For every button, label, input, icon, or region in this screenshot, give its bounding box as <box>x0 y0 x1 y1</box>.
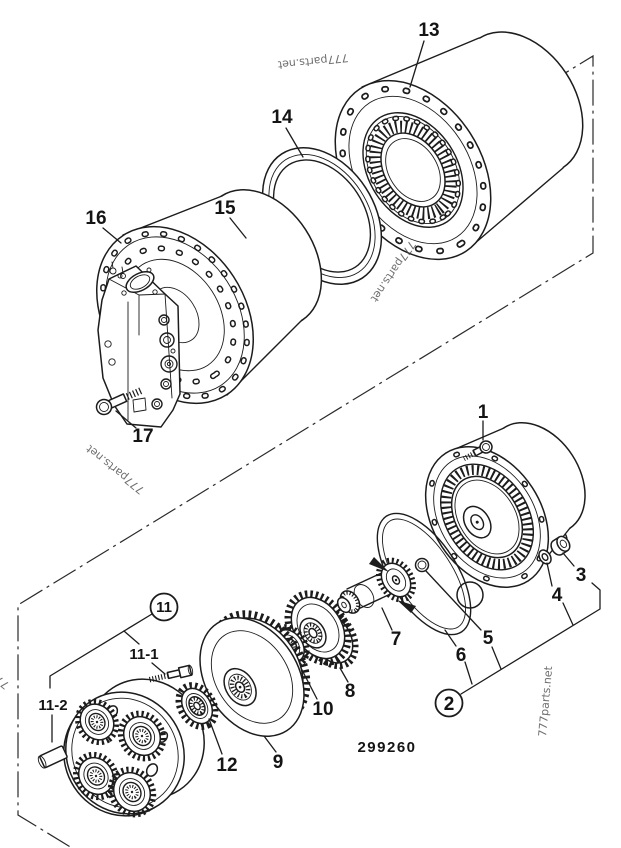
svg-text:2: 2 <box>444 694 455 715</box>
part-12-gear <box>175 682 219 730</box>
callout-11-2: 11-2 <box>38 697 67 714</box>
callout-4: 4 <box>552 585 563 606</box>
callout-15: 15 <box>214 198 236 219</box>
callout-2-circled: 2 <box>434 688 464 718</box>
watermark-top: 777parts.net <box>277 51 349 71</box>
watermark-mid-left: 777parts.net <box>83 442 147 497</box>
assembly-direction-arrow <box>369 557 389 572</box>
callout-5: 5 <box>483 628 494 649</box>
assembly-direction-arrow <box>397 600 416 613</box>
valve-block <box>97 261 181 428</box>
callout-6: 6 <box>456 645 467 666</box>
callout-3: 3 <box>576 565 587 586</box>
part-4-washer <box>538 549 552 565</box>
part-11-2-pin <box>37 745 68 769</box>
callout-16: 16 <box>85 208 106 229</box>
part-3-nut <box>550 535 571 556</box>
callout-7: 7 <box>391 629 402 650</box>
callout-11-1: 11-1 <box>129 646 158 663</box>
leader-lines <box>49 40 601 755</box>
watermark-right: 777parts.net <box>536 665 555 737</box>
part-11-planet-carrier <box>63 678 205 818</box>
drawing-number: 299260 <box>357 739 416 756</box>
part-16-motor <box>95 189 323 428</box>
assembly-boundary-lines <box>17 54 594 848</box>
part-5-plug <box>414 557 430 573</box>
callout-13: 13 <box>418 20 439 41</box>
callout-14: 14 <box>271 107 293 128</box>
planet-gear <box>117 710 167 762</box>
callout-17: 17 <box>132 426 153 447</box>
part-1-bolt <box>462 440 493 461</box>
callout-8: 8 <box>345 681 356 702</box>
callout-labels: 1 3 4 5 6 7 8 9 10 12 13 14 15 16 17 11-… <box>38 20 586 776</box>
part-11-1-bolt <box>148 664 194 683</box>
planet-gear <box>75 698 119 746</box>
callout-12: 12 <box>216 755 237 776</box>
callout-9: 9 <box>273 752 284 773</box>
callout-1: 1 <box>478 402 489 423</box>
part-17-bolt <box>95 387 143 416</box>
callout-11-circled: 11 <box>149 592 179 622</box>
cover-assembly <box>424 421 586 609</box>
svg-text:11: 11 <box>156 599 172 616</box>
callout-10: 10 <box>312 699 333 720</box>
part-7-sun-shaft <box>336 557 417 614</box>
part-9-gear <box>199 610 311 737</box>
watermark-left-edge: 777parts.net <box>0 637 12 692</box>
